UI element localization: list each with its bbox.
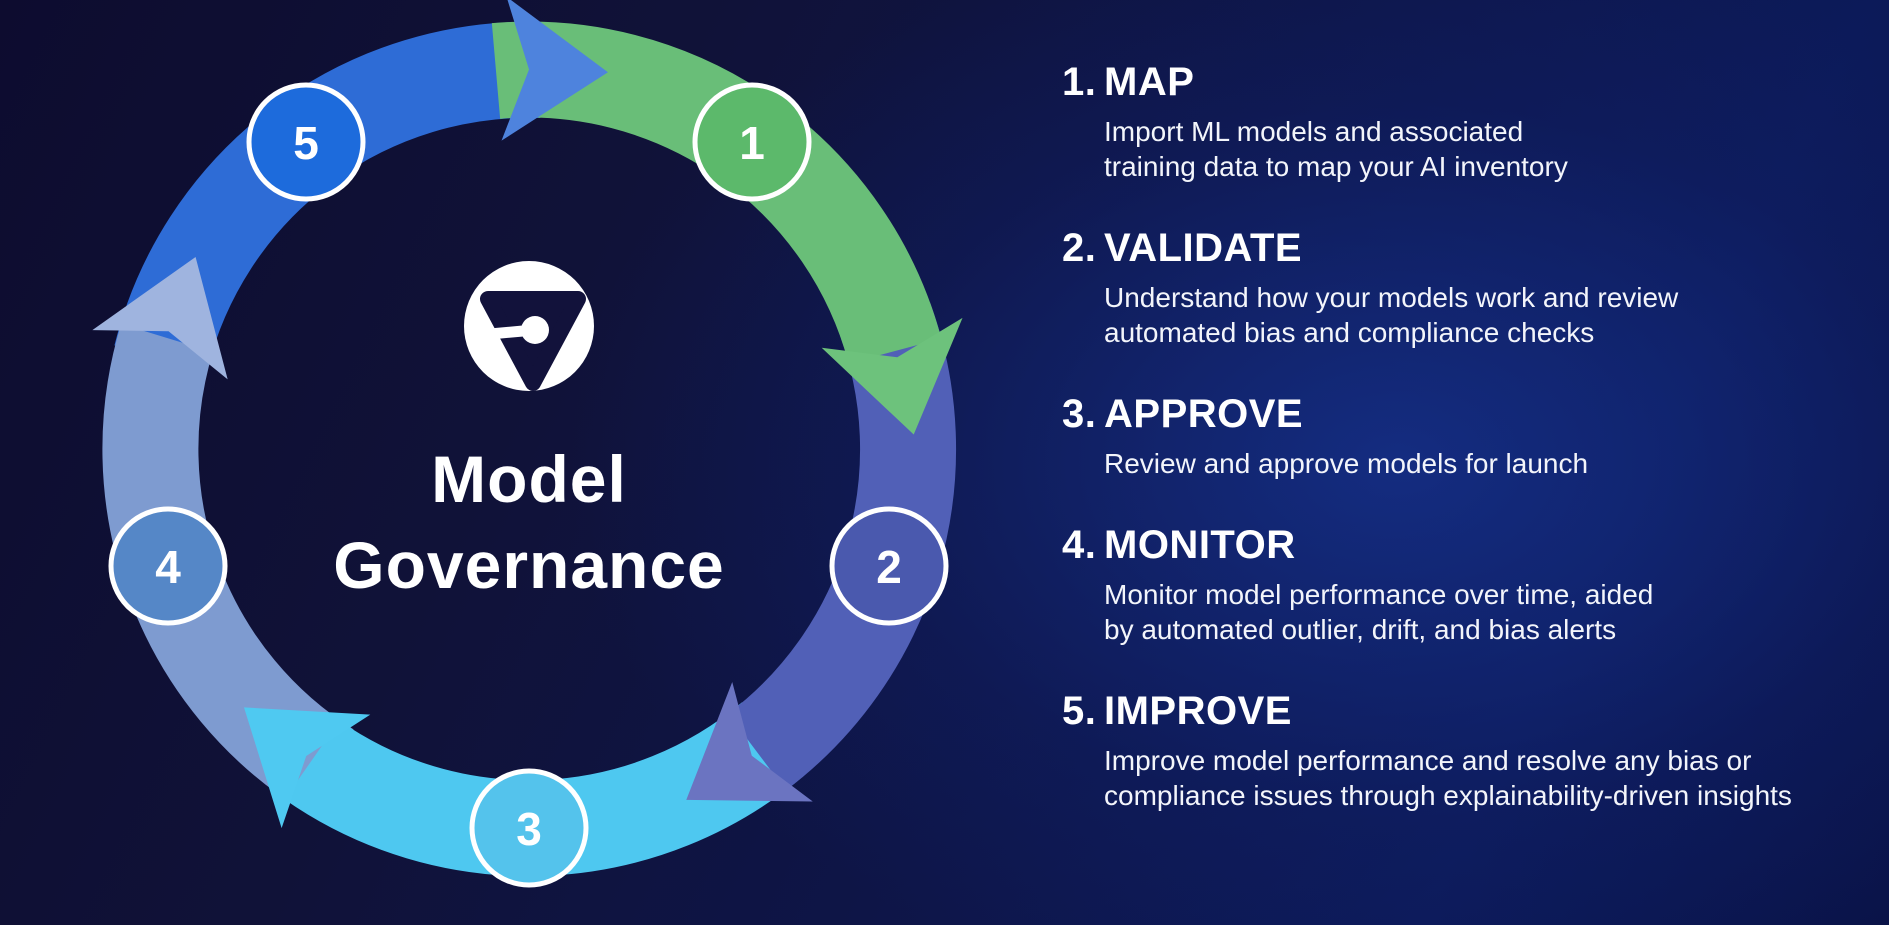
cycle-badge-numbers: 1 2 3 4 5 xyxy=(155,117,902,855)
segment-5-arrowhead-icon xyxy=(501,0,608,141)
step-description: Monitor model performance over time, aid… xyxy=(1104,579,1654,645)
steps-list: 1. MAP Import ML models and associated t… xyxy=(1062,58,1862,853)
step-description: Import ML models and associated training… xyxy=(1104,116,1568,182)
segment-3-arrowhead-icon xyxy=(243,707,371,829)
badge-3 xyxy=(469,768,589,888)
step-item-improve: 5. IMPROVE Improve model performance and… xyxy=(1062,687,1862,813)
step-number: 5. xyxy=(1062,689,1097,733)
brand-logo-icon xyxy=(464,261,594,391)
diagram-title-line1: Model xyxy=(431,442,627,516)
badge-3-number: 3 xyxy=(516,803,542,855)
step-item-approve: 3. APPROVE Review and approve models for… xyxy=(1062,390,1862,481)
step-description: Understand how your models work and revi… xyxy=(1104,282,1679,348)
badge-4-number: 4 xyxy=(155,541,181,593)
step-title: VALIDATE xyxy=(1104,226,1303,270)
badge-2 xyxy=(829,506,949,626)
step-number: 3. xyxy=(1062,392,1097,436)
segment-2-arrowhead-icon xyxy=(686,682,813,802)
step-item-map: 1. MAP Import ML models and associated t… xyxy=(1062,58,1862,184)
step-number: 1. xyxy=(1062,60,1097,104)
step-body: APPROVE Review and approve models for la… xyxy=(1104,390,1862,481)
badge-1 xyxy=(692,82,812,202)
diagram-title: Model Governance xyxy=(229,436,829,608)
diagram-title-line2: Governance xyxy=(333,528,725,602)
step-number: 4. xyxy=(1062,523,1097,567)
step-body: MAP Import ML models and associated trai… xyxy=(1104,58,1862,184)
step-item-validate: 2. VALIDATE Understand how your models w… xyxy=(1062,224,1862,350)
step-title: APPROVE xyxy=(1104,392,1304,436)
step-title: MONITOR xyxy=(1104,523,1296,567)
badge-5-number: 5 xyxy=(293,117,319,169)
badge-1-number: 1 xyxy=(739,117,765,169)
step-item-monitor: 4. MONITOR Monitor model performance ove… xyxy=(1062,521,1862,647)
badge-2-number: 2 xyxy=(876,541,902,593)
step-description: Review and approve models for launch xyxy=(1104,448,1589,479)
badge-4 xyxy=(108,506,228,626)
cycle-badges xyxy=(108,82,949,888)
step-title: IMPROVE xyxy=(1104,689,1292,733)
step-body: MONITOR Monitor model performance over t… xyxy=(1104,521,1862,647)
segment-4-arrowhead-icon xyxy=(92,256,228,380)
badge-5 xyxy=(246,82,366,202)
cycle-diagram: 1 2 3 4 5 xyxy=(92,0,963,888)
step-title: MAP xyxy=(1104,60,1195,104)
cycle-arrowheads xyxy=(92,0,963,829)
step-body: VALIDATE Understand how your models work… xyxy=(1104,224,1862,350)
step-number: 2. xyxy=(1062,226,1097,270)
step-body: IMPROVE Improve model performance and re… xyxy=(1104,687,1862,813)
segment-1-arrowhead-icon xyxy=(821,317,963,435)
step-description: Improve model performance and resolve an… xyxy=(1104,745,1792,811)
